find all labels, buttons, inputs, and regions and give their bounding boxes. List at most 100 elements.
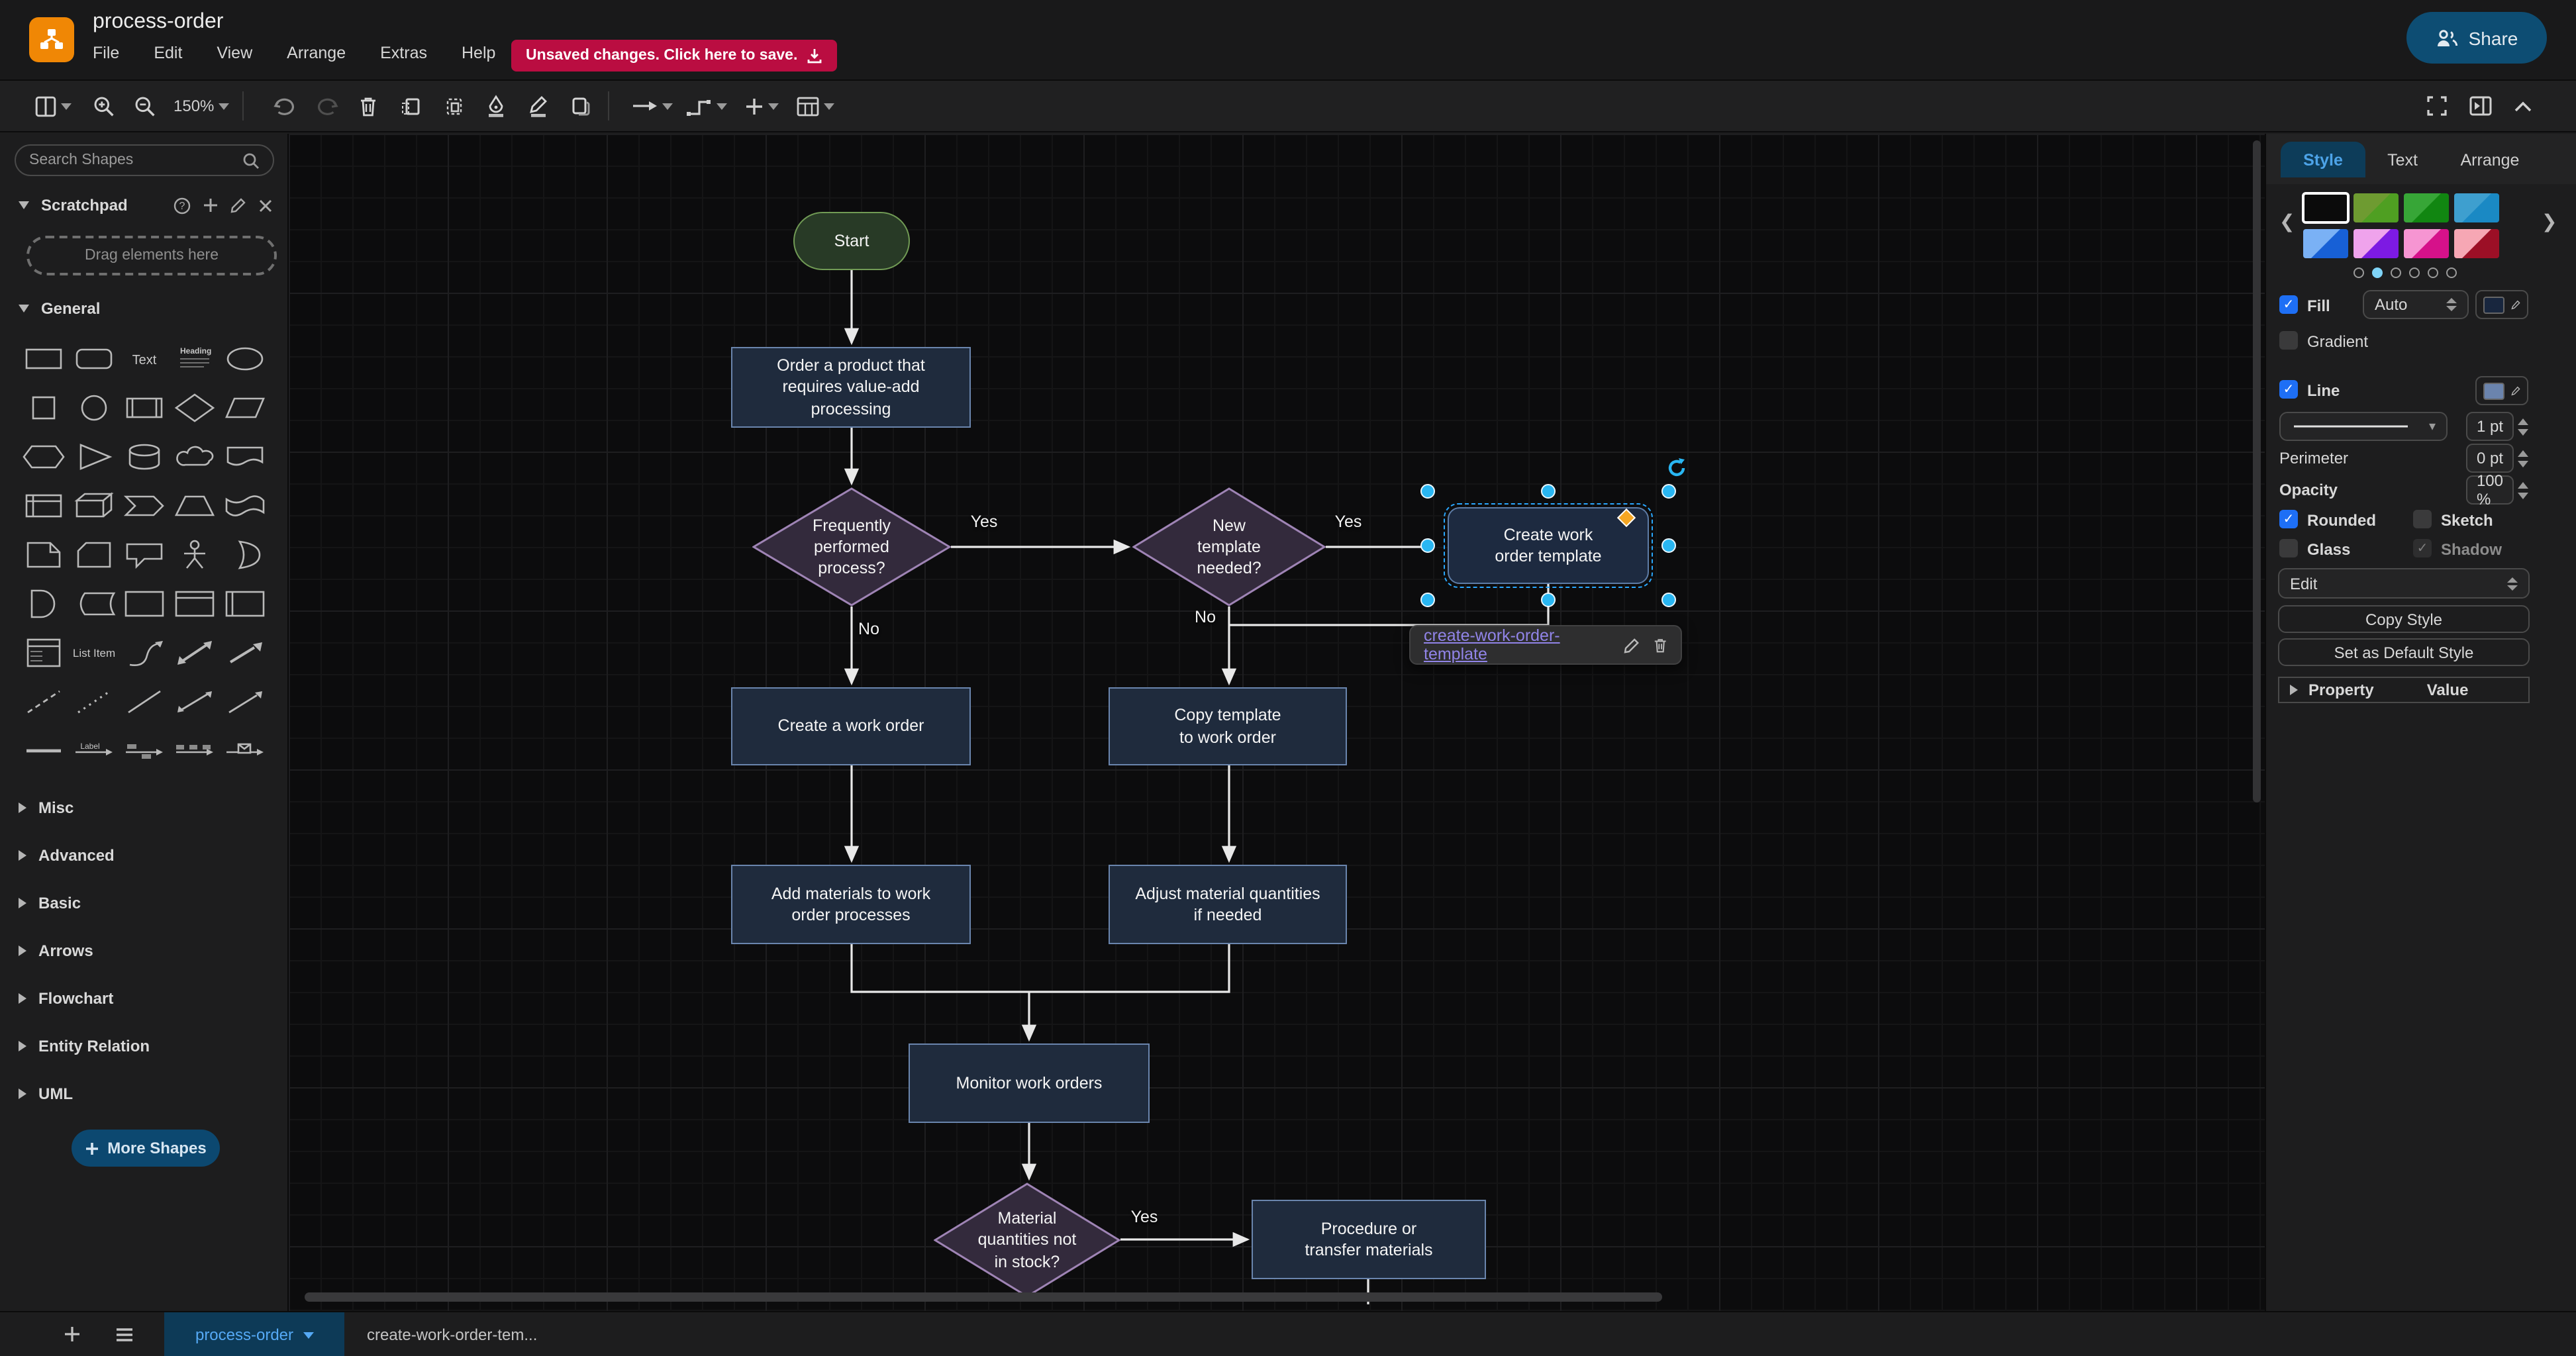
shape-dashed-line[interactable] [19, 677, 69, 726]
shape-link-edge-labels[interactable] [170, 726, 220, 775]
style-swatch-0[interactable] [2302, 192, 2350, 224]
share-button[interactable]: Share [2406, 12, 2547, 64]
tab-style[interactable]: Style [2281, 142, 2365, 177]
close-icon[interactable] [258, 198, 273, 213]
node-copytpl[interactable]: Copy template to work order [1109, 687, 1347, 765]
node-addmat[interactable]: Add materials to work order processes [731, 865, 971, 944]
selection-handle[interactable] [1420, 484, 1435, 499]
sidebar-section-misc[interactable]: Misc [0, 795, 289, 821]
shape-link-edge[interactable] [119, 726, 170, 775]
shape-trapezoid[interactable] [170, 481, 220, 530]
add-icon[interactable] [203, 197, 219, 213]
undo-button[interactable] [273, 81, 297, 131]
zoom-out-button[interactable] [134, 81, 156, 131]
redo-button[interactable] [315, 81, 339, 131]
sketch-checkbox[interactable] [2413, 510, 2432, 528]
swatch-page-dot-2[interactable] [2391, 267, 2401, 278]
line-color-button[interactable] [527, 81, 550, 131]
sidebar-section-entity-relation[interactable]: Entity Relation [0, 1033, 289, 1059]
shape-and[interactable] [19, 579, 69, 628]
shape-container-vertical[interactable] [220, 579, 270, 628]
selection-handle[interactable] [1661, 593, 1676, 607]
shape-dotted-line[interactable] [69, 677, 119, 726]
add-page-button[interactable] [64, 1326, 81, 1343]
shadow-checkbox[interactable]: ✓ [2413, 539, 2432, 557]
fill-color-picker[interactable] [2475, 290, 2528, 319]
node-adjust[interactable]: Adjust material quantities if needed [1109, 865, 1347, 944]
menu-extras[interactable]: Extras [380, 44, 427, 62]
sidebar-section-advanced[interactable]: Advanced [0, 842, 289, 869]
fill-mode-select[interactable]: Auto [2363, 290, 2469, 319]
shape-triangle[interactable] [69, 432, 119, 481]
shape-note[interactable] [19, 530, 69, 579]
tab-arrange[interactable]: Arrange [2460, 150, 2520, 169]
edit-pencil-icon[interactable] [230, 197, 246, 213]
general-section-header[interactable]: General [0, 295, 289, 322]
shape-internal-storage[interactable] [19, 481, 69, 530]
shape-curve[interactable] [119, 628, 170, 677]
drawio-logo-icon[interactable] [29, 17, 74, 62]
style-swatch-6[interactable] [2404, 229, 2449, 258]
node-link[interactable]: create-work-order-template [1424, 626, 1560, 663]
shape-text[interactable]: Text [119, 334, 170, 383]
shape-callout[interactable] [119, 530, 170, 579]
selection-handle[interactable] [1661, 538, 1676, 553]
fill-checkbox[interactable]: ✓ [2279, 295, 2298, 314]
fullscreen-button[interactable] [2426, 81, 2448, 131]
fill-color-button[interactable] [485, 81, 507, 131]
menu-help[interactable]: Help [462, 44, 496, 62]
pages-menu-button[interactable] [115, 1326, 134, 1342]
opacity-field[interactable]: 100 % [2466, 471, 2514, 508]
shape-label-arrow[interactable]: Label [69, 726, 119, 775]
view-panels-button[interactable] [34, 81, 72, 131]
shape-document[interactable] [220, 432, 270, 481]
shadow-button[interactable] [570, 81, 592, 131]
shape-diamond[interactable] [170, 383, 220, 432]
help-icon[interactable]: ? [173, 197, 191, 214]
style-swatch-3[interactable] [2454, 193, 2499, 222]
shape-line[interactable] [119, 677, 170, 726]
shape-arrow[interactable] [220, 628, 270, 677]
menu-file[interactable]: File [93, 44, 120, 62]
zoom-in-button[interactable] [93, 81, 115, 131]
shape-data-storage[interactable] [69, 579, 119, 628]
node-d3[interactable]: Material quantities not in stock? [934, 1183, 1120, 1298]
selection-handle[interactable] [1541, 593, 1556, 607]
shape-or[interactable] [220, 530, 270, 579]
unsaved-changes-banner[interactable]: Unsaved changes. Click here to save. [511, 40, 838, 72]
shape-square[interactable] [19, 383, 69, 432]
style-swatch-1[interactable] [2353, 193, 2399, 222]
perimeter-field[interactable]: 0 pt [2466, 444, 2514, 473]
shape-bidirectional-connector[interactable] [170, 677, 220, 726]
edit-pencil-icon[interactable] [1623, 636, 1639, 654]
connection-style-button[interactable] [632, 81, 673, 131]
selection-handle[interactable] [1661, 484, 1676, 499]
collapse-toolbar-button[interactable] [2514, 81, 2532, 131]
shape-ellipse[interactable] [220, 334, 270, 383]
shape-step[interactable] [119, 481, 170, 530]
style-swatch-5[interactable] [2353, 229, 2399, 258]
selection-handle[interactable] [1420, 593, 1435, 607]
glass-checkbox[interactable] [2279, 539, 2298, 557]
style-swatch-2[interactable] [2404, 193, 2449, 222]
opacity-stepper[interactable] [2515, 475, 2530, 505]
rounded-checkbox[interactable]: ✓ [2279, 510, 2298, 528]
menu-edit[interactable]: Edit [154, 44, 183, 62]
page-tab-second[interactable]: create-work-order-tem... [367, 1312, 537, 1356]
table-button[interactable] [796, 81, 834, 131]
node-start[interactable]: Start [793, 212, 910, 270]
shape-hexagon[interactable] [19, 432, 69, 481]
node-monitor[interactable]: Monitor work orders [909, 1043, 1150, 1123]
format-panel-toggle-button[interactable] [2469, 81, 2493, 131]
node-d2[interactable]: New template needed? [1132, 487, 1326, 606]
search-icon[interactable] [242, 152, 260, 169]
swatch-page-dot-3[interactable] [2409, 267, 2420, 278]
shape-parallelogram[interactable] [220, 383, 270, 432]
property-value-header[interactable]: Property Value [2278, 677, 2530, 703]
line-width-field[interactable]: 1 pt [2466, 412, 2514, 441]
scratchpad-dropzone[interactable]: Drag elements here [26, 236, 277, 275]
shape-cube[interactable] [69, 481, 119, 530]
style-swatch-7[interactable] [2454, 229, 2499, 258]
horizontal-scrollbar[interactable] [305, 1292, 1662, 1302]
